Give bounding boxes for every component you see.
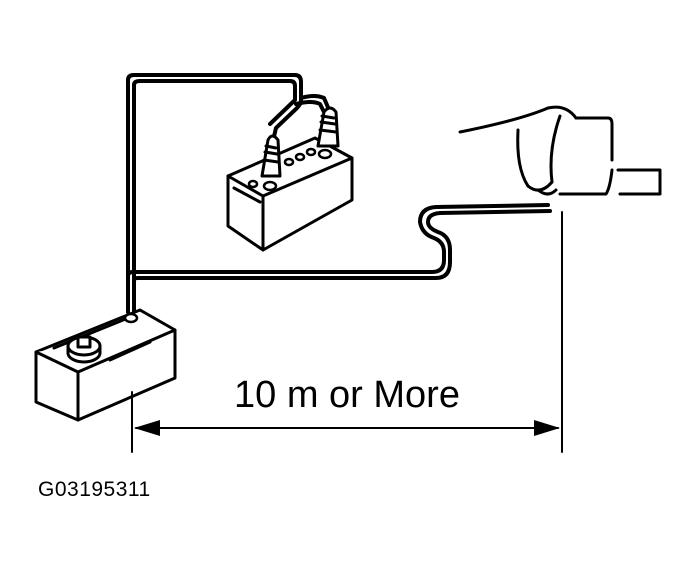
probe-cable: [126, 203, 552, 314]
battery-clamp-left: [260, 134, 282, 178]
battery-clamp-right: [316, 106, 340, 148]
tester-box: [34, 308, 177, 422]
tester-connector: [123, 312, 139, 324]
arrowhead-right: [534, 420, 560, 436]
battery-cable: [126, 73, 332, 314]
battery: [226, 136, 354, 252]
arrowhead-left: [134, 420, 160, 436]
tailpipe: [458, 105, 662, 196]
distance-label: 10 m or More: [234, 374, 460, 416]
tester-knob: [66, 335, 102, 364]
battery-terminals: [247, 147, 333, 192]
dimension-extension-lines: [131, 211, 563, 453]
figure-id: G03195311: [38, 478, 151, 501]
